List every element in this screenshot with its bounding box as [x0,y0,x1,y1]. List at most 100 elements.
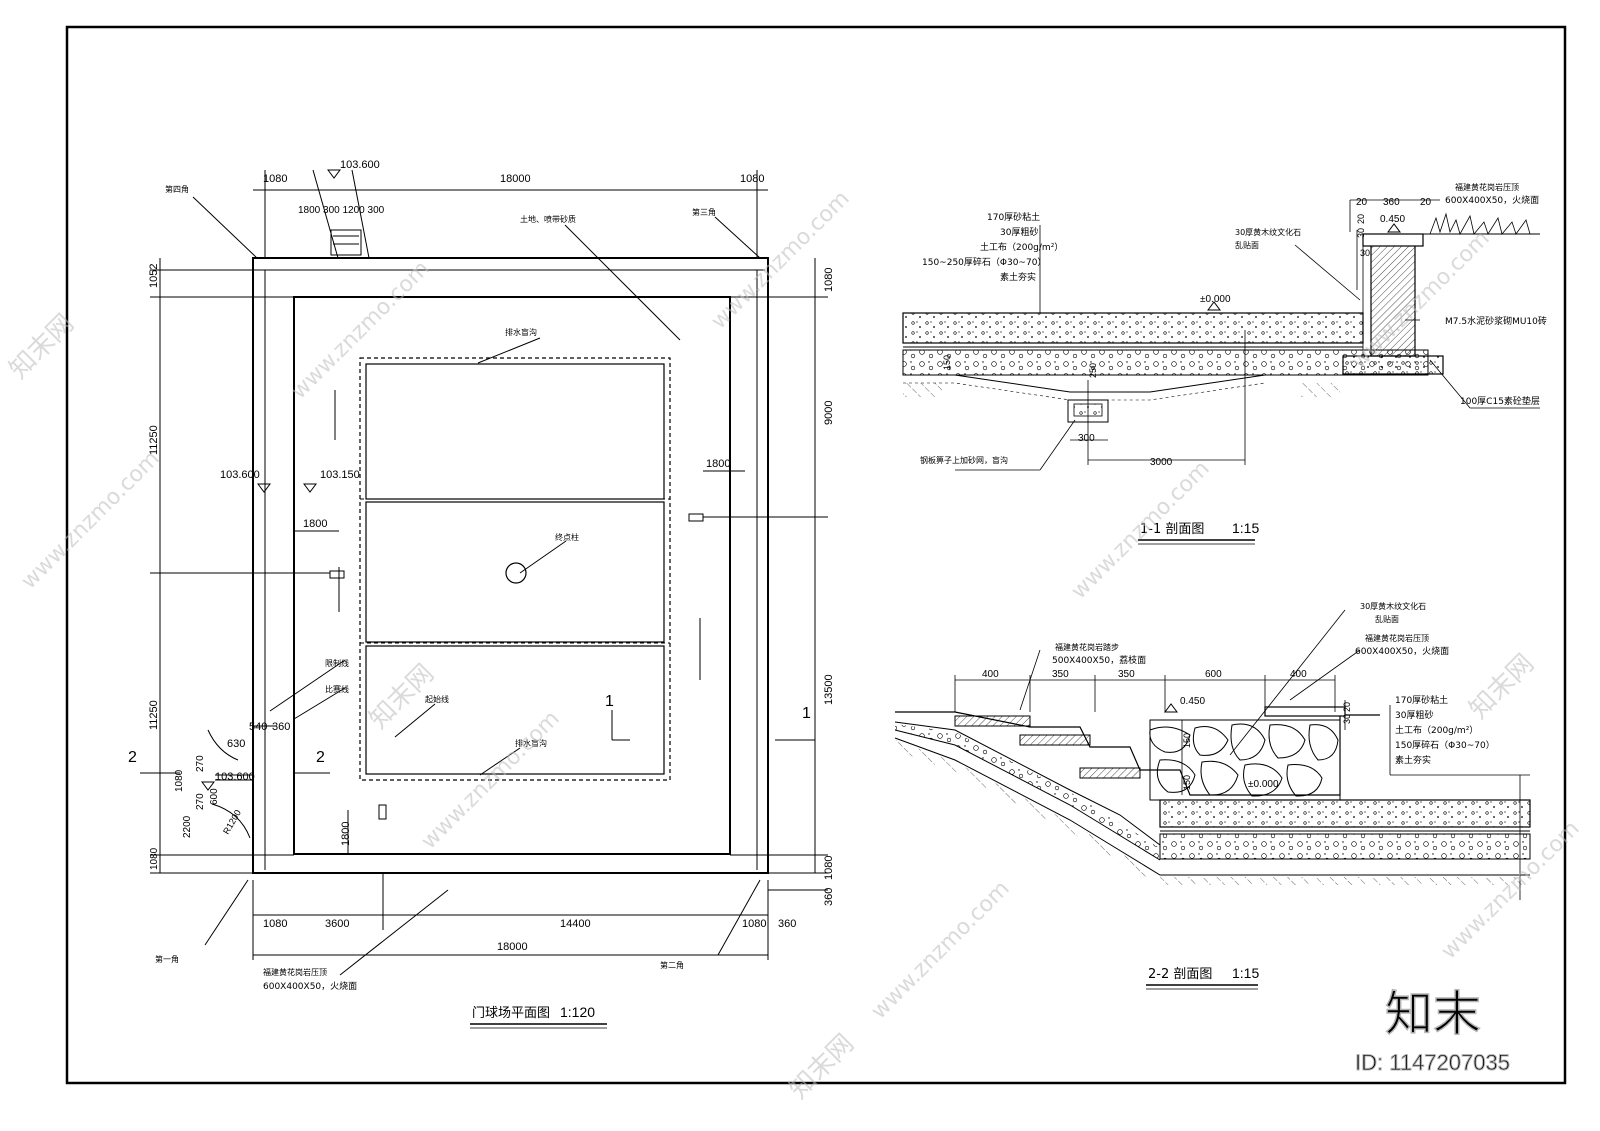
section-1-1-scale: 1:15 [1232,520,1259,536]
sand-clay-layer-2 [1159,799,1531,828]
plan-title: 门球场平面图 [472,1006,550,1021]
note-stone: 30厚黄木纹文化石 [1360,601,1426,611]
dim-250: 250 [1088,363,1098,378]
court-outer-edge [252,257,769,874]
coping-stone [1362,233,1424,247]
layer-5: 素土夯实 [1395,754,1431,766]
gravel-layer-2 [1159,833,1531,860]
dim-right-c: 13500 [823,674,835,705]
watermark-url-1: www.znzmo.com [287,256,435,404]
section-1-1-labels: 170厚砂粘土 30厚粗砂 土工布（200g/m²） 150~250厚碎石（Φ3… [920,182,1547,545]
drain-outline [359,357,671,781]
dim-w1800-c: 1800 [340,822,352,846]
dim-30b: 30 [1360,248,1370,258]
dim-h3: 30 [1342,714,1352,724]
dim-bottom-a: 3600 [325,918,349,930]
layer-1: 170厚砂粘土 [1395,694,1448,706]
gravel-layer [902,349,1429,376]
court-inner-edge [293,296,731,855]
dim-e: 400 [1290,669,1307,680]
dim-top-left: 1080 [263,173,287,185]
layer-2: 30厚粗砂 [1395,709,1433,721]
dim-b: 350 [1052,669,1069,680]
note-stone-2: 乱贴面 [1235,240,1259,250]
watermark-brand: 知末 [1385,986,1481,1042]
dim-right-e: 360 [823,888,835,906]
note-start-line: 起始线 [425,694,449,704]
corner-4-label: 第四角 [165,184,189,194]
note-stone-2: 乱贴面 [1375,614,1399,624]
note-coping-2: 600X400X50，火烧面 [1355,645,1449,657]
plan-labels: 1080 18000 1080 103.600 1800 300 1200 30… [128,159,835,1029]
dim-right-d: 1080 [823,856,835,880]
court-plan [140,169,828,976]
gate-marker-3 [378,804,387,820]
dim-h1: 150 [1182,733,1192,748]
dim-gate: 1800 300 1200 300 [298,205,385,216]
dim-20c: 20 [1356,214,1366,224]
dim-300: 300 [1078,433,1095,444]
dim-h4: 20 [1342,702,1352,712]
dim-270-b: 270 [195,793,206,810]
dim-270-a: 270 [195,755,206,772]
note-coping-2: 600X400X50，火烧面 [1445,194,1539,206]
dim-bottom-rr: 360 [778,918,796,930]
dim-360: 360 [272,721,290,733]
elev-inner: 103.150 [320,469,360,481]
layer-4: 150厚碎石（Φ30~70） [1395,739,1495,751]
dim-600: 600 [209,788,220,805]
note-drain: 钢板箅子上加砂网，盲沟 [920,455,1008,465]
dim-left-c: 11250 [148,700,160,730]
section-mark-2a: 2 [128,749,137,766]
watermark-site-4: 知末网 [1464,649,1540,725]
note-drain-top: 排水盲沟 [505,327,537,337]
step-2 [1019,734,1091,746]
dim-right-a: 1080 [823,268,835,292]
note-coping-1: 福建黄花岗岩压顶 [1455,182,1519,192]
zone-3 [365,645,665,775]
dim-left-e: 1080 [149,847,160,870]
dim-a: 400 [982,669,999,680]
dim-bottom-left: 1080 [263,918,287,930]
dim-top-right: 1080 [740,173,764,185]
coping-stone-2 [1264,706,1346,717]
gate-marker-2 [688,513,704,522]
dim-top-total: 18000 [500,173,531,185]
dim-h2: 150 [1182,775,1192,790]
dim-left-a: 1052 [148,264,160,288]
corner-1-label: 第一角 [155,954,179,964]
concrete-base [1342,355,1444,375]
section-2-2-scale: 1:15 [1232,965,1259,981]
note-coping-1: 福建黄花岗岩压顶 [1365,633,1429,643]
dim-w1800-a: 1800 [303,518,327,530]
watermark-site-1: 知末网 [4,309,80,385]
note-limit-line: 限制线 [325,658,349,668]
watermark-url-3: www.znzmo.com [417,706,565,854]
dim-540: 540 [249,721,267,733]
note-wall: M7.5水泥砂浆砌MU10砖 [1445,315,1547,327]
plan-scale: 1:120 [560,1004,595,1020]
dim-360: 360 [1383,197,1400,208]
end-post [505,562,527,584]
corner-3-label: 第三角 [692,207,716,217]
elev-zero: ±0.000 [1200,294,1231,305]
rubble-stone-pattern [1149,723,1339,797]
note-surface: 土地、喷带砂质 [520,214,576,224]
dim-bottom-total: 18000 [497,941,528,953]
corner-2-label: 第二角 [660,960,684,970]
zone-1 [365,363,665,500]
dim-w1800-b: 1800 [706,458,730,470]
watermark-site-3: 知末网 [784,1029,860,1105]
watermark-url-2: www.znzmo.com [707,186,855,334]
dim-20b: 20 [1420,197,1432,208]
dim-bottom-right: 1080 [742,918,766,930]
section-2-2-title: 2-2 剖面图 [1148,967,1212,982]
elev-left: 103.600 [220,469,260,481]
layer-3: 土工布（200g/m²） [1395,724,1478,736]
section-mark-2b: 2 [316,749,325,766]
watermark-url-7: www.znzmo.com [17,446,165,594]
sand-clay-layer [902,312,1364,344]
section-mark-1a: 1 [605,693,614,710]
section-2-2-labels: 30厚黄木纹文化石 乱贴面 福建黄花岗岩踏步 500X400X50，荔枝面 福建… [982,601,1530,990]
